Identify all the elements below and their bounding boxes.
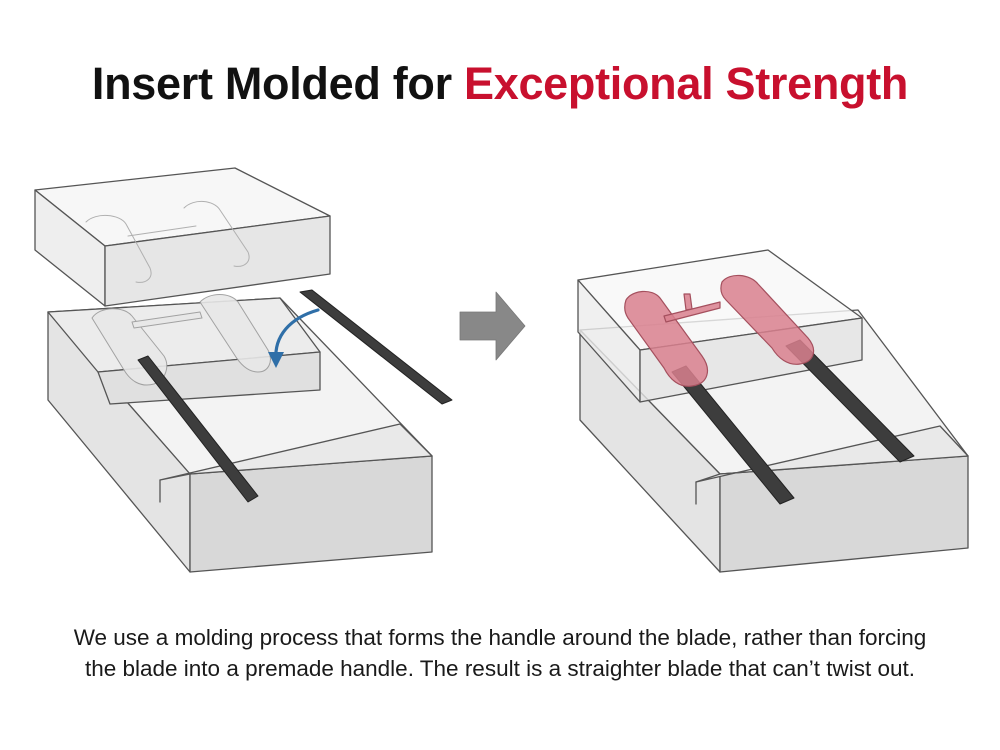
upper-cavity-ghost	[85, 201, 250, 283]
molded-handles	[624, 274, 815, 387]
left-blade-loose	[299, 289, 453, 405]
molding-diagram	[34, 167, 969, 573]
caption-line-1: We use a molding process that forms the …	[73, 625, 927, 650]
caption-line-2: the blade into a premade handle. The res…	[84, 656, 916, 681]
upper-mold-lid	[34, 167, 331, 307]
molded-handle-right	[720, 274, 815, 365]
title-prefix: Insert Molded for	[91, 58, 452, 109]
open-mold-assembly	[34, 167, 453, 573]
page-title: Insert Molded for Exceptional Strength	[0, 58, 1000, 110]
molded-handle-left	[624, 290, 709, 387]
caption: We use a molding process that forms the …	[10, 622, 990, 684]
insert-arrow	[268, 308, 320, 368]
closed-mold-assembly	[577, 249, 969, 573]
sprue-runner	[663, 293, 721, 323]
process-arrow	[459, 291, 526, 361]
title-highlight: Exceptional Strength	[464, 58, 909, 109]
left-blade-inserted	[137, 355, 259, 503]
